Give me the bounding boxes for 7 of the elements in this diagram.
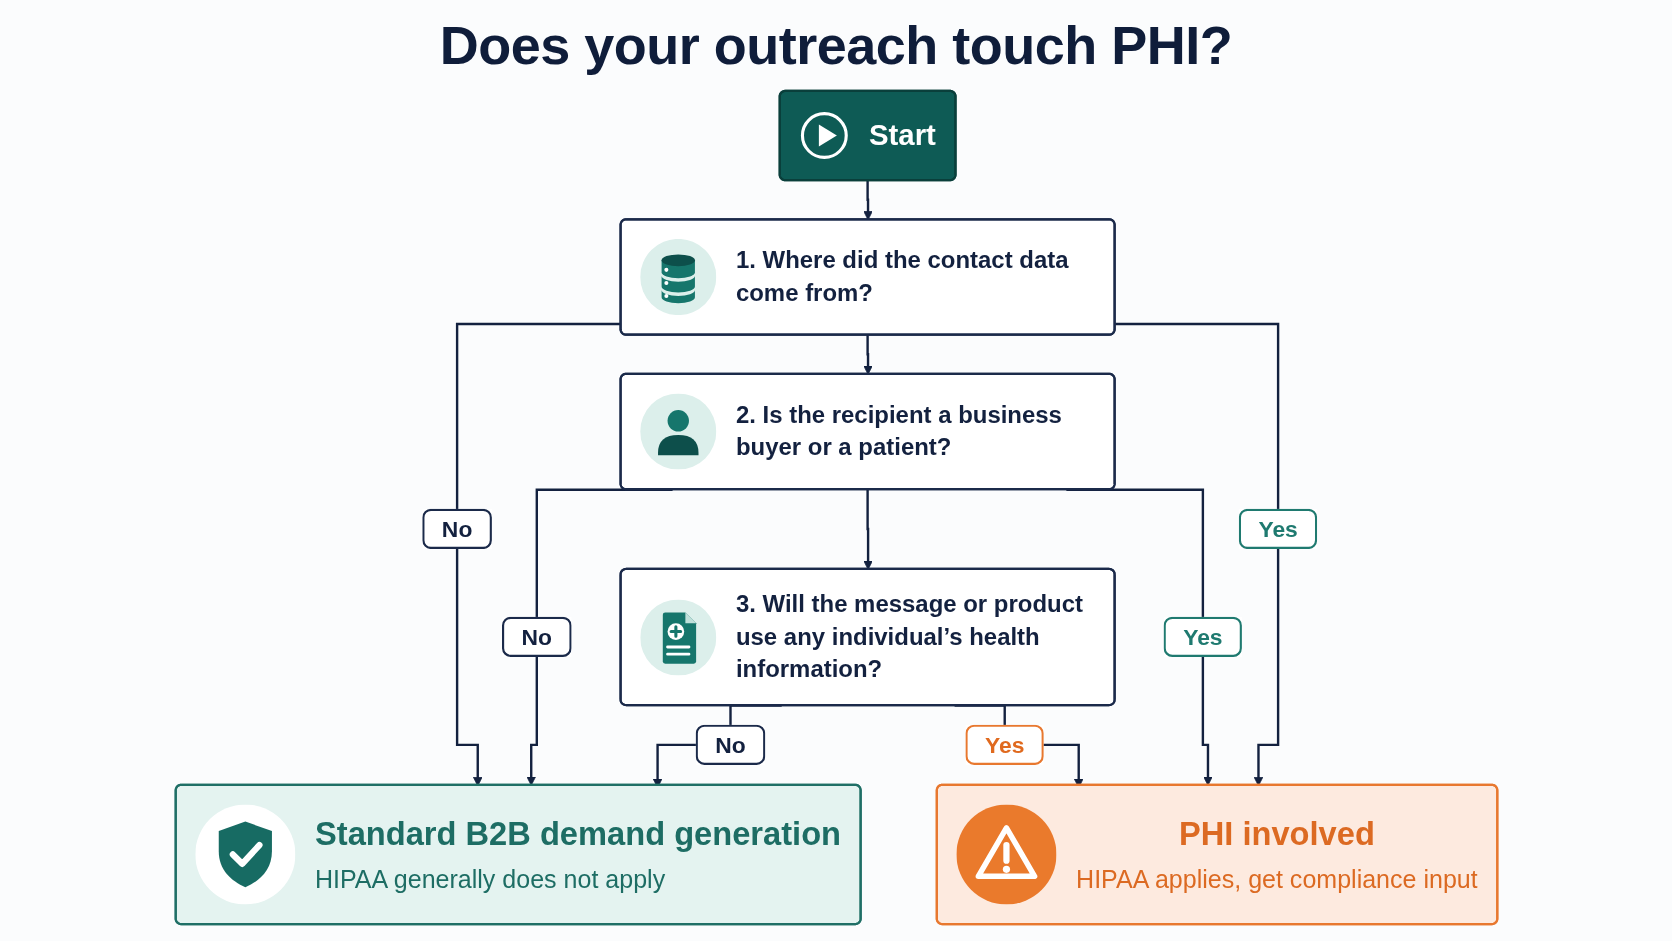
edge-label: Yes	[984, 732, 1024, 758]
diagram-title: Does your outreach touch PHI?	[439, 14, 1233, 76]
edge-label: No	[441, 516, 472, 542]
edge-label: No	[521, 624, 552, 650]
edge-label: No	[714, 732, 746, 758]
edge-label: Yes	[1257, 516, 1298, 542]
edge-label: Yes	[1182, 624, 1223, 650]
